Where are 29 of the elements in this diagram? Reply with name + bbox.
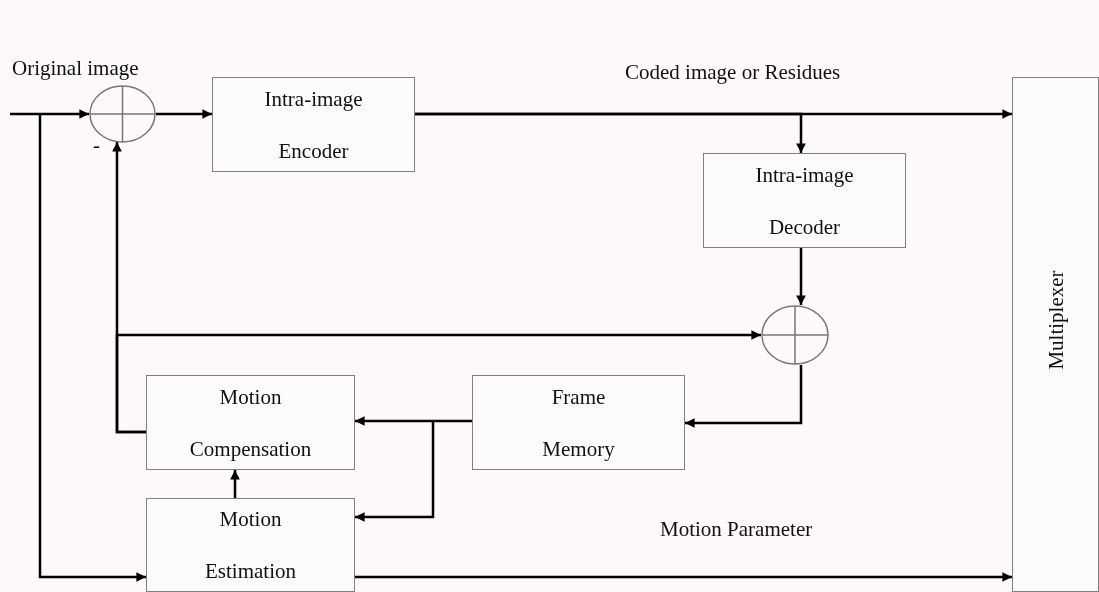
process-box bbox=[146, 375, 355, 470]
box-label: Intra-image Decoder bbox=[754, 161, 855, 241]
arrow bbox=[355, 421, 435, 522]
box-label: Frame Memory bbox=[541, 383, 616, 463]
arrow bbox=[796, 248, 806, 305]
box-label: Motion Compensation bbox=[188, 383, 313, 463]
process-box bbox=[703, 153, 906, 248]
process-box bbox=[146, 498, 355, 592]
process-box bbox=[472, 375, 685, 470]
box-label: Motion Estimation bbox=[204, 506, 297, 585]
box-label: Intra-image Encoder bbox=[263, 85, 364, 165]
arrow bbox=[156, 109, 212, 119]
edge-label: Motion Parameter bbox=[660, 517, 813, 542]
box-label: Multiplexer bbox=[1043, 270, 1068, 370]
multiplexer-box bbox=[1012, 77, 1099, 592]
edge-label: Coded image or Residues bbox=[625, 60, 841, 85]
arrow bbox=[38, 114, 146, 582]
summing-junction bbox=[89, 85, 156, 143]
edge-label: Original image bbox=[12, 56, 139, 81]
arrow bbox=[115, 330, 761, 434]
arrow bbox=[10, 109, 89, 119]
arrow bbox=[685, 365, 803, 428]
arrow bbox=[230, 470, 240, 498]
arrow bbox=[415, 112, 806, 153]
arrow bbox=[355, 416, 472, 426]
sign-label: - bbox=[93, 133, 100, 158]
summing-junction bbox=[761, 305, 829, 365]
process-box bbox=[212, 77, 415, 172]
arrow bbox=[355, 572, 1012, 582]
